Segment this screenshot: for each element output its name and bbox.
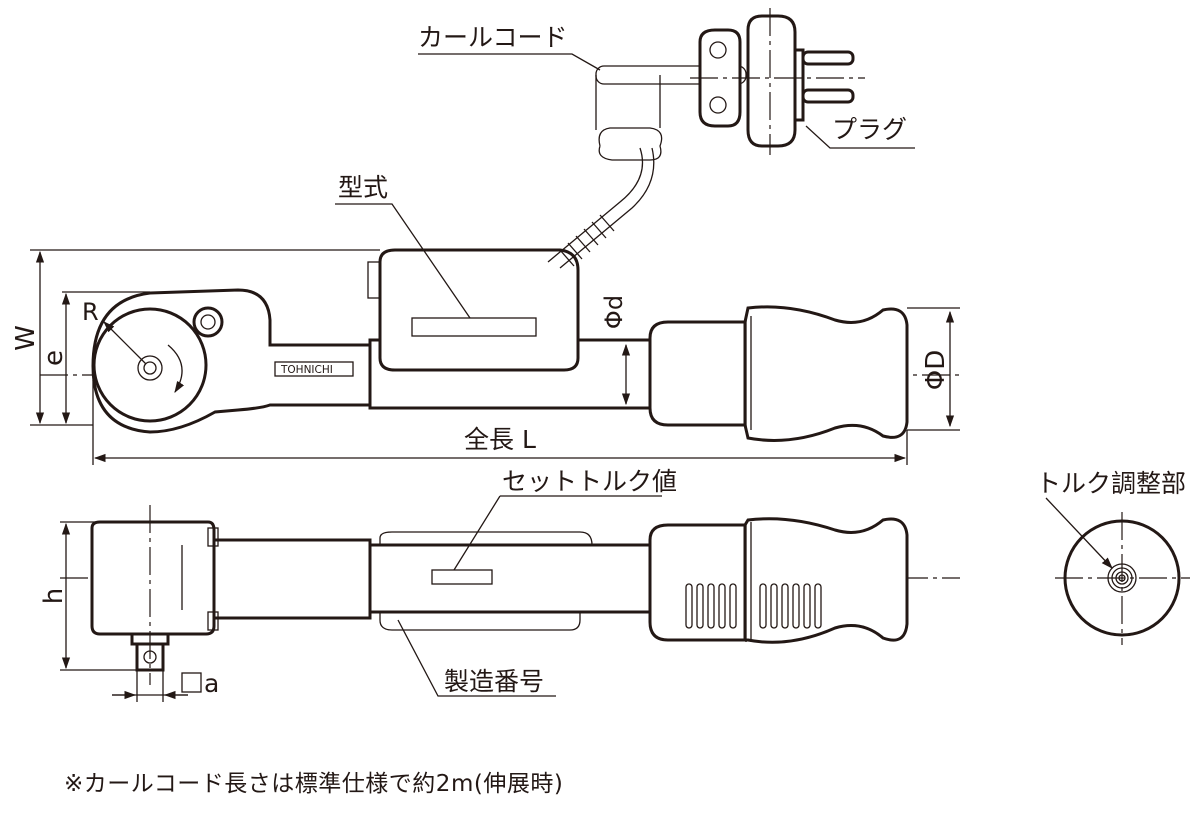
- cord-line: [595, 65, 747, 85]
- top-view: TOHNICHI: [40, 8, 960, 442]
- brand-mark: TOHNICHI: [280, 364, 333, 376]
- grip-front: [648, 320, 747, 427]
- strain-relief: [559, 214, 615, 267]
- dim-h-label: h: [39, 588, 69, 604]
- curl-cord-label: カールコード: [418, 23, 568, 52]
- model-label: 型式: [338, 173, 388, 202]
- cord-stem: [547, 147, 644, 263]
- rotation-arrow: [167, 344, 185, 393]
- grip-rear: [743, 305, 909, 442]
- plug-label: プラグ: [832, 115, 907, 144]
- footnote: ※カールコード長さは標準仕様で約2m(伸展時): [64, 771, 564, 797]
- lever-hole: [192, 306, 224, 338]
- set-torque-label: セットトルク値: [502, 467, 677, 496]
- plug-body: [746, 14, 797, 148]
- side-neck: [212, 538, 372, 620]
- serial-number-label: 製造番号: [444, 667, 544, 696]
- plug-prong-2: [801, 88, 855, 104]
- curl-loop: [598, 127, 663, 161]
- grip-ribs: [685, 583, 822, 629]
- side-view: [60, 505, 960, 685]
- drive-center: [137, 355, 163, 381]
- side-grip-rear: [743, 517, 909, 644]
- side-annotations: セットトルク値 製造番号 h a: [39, 467, 677, 702]
- side-head: [90, 520, 216, 636]
- model-plate: [411, 317, 537, 337]
- ratchet-disc: [92, 307, 208, 423]
- dim-R-label: R: [82, 298, 99, 326]
- side-shaft: [368, 543, 652, 614]
- torque-adjuster-label: トルク調整部: [1036, 469, 1186, 498]
- plug-prong-1: [801, 50, 855, 66]
- dim-a-label: a: [204, 669, 219, 698]
- dim-W-label: W: [11, 325, 41, 351]
- dim-R: [103, 321, 147, 365]
- dim-e-label: e: [39, 350, 69, 366]
- dim-phi-d-label: Φd: [600, 295, 628, 329]
- dim-L-label: 全長 L: [464, 425, 536, 454]
- end-view: トルク調整部: [1036, 469, 1190, 645]
- dim-phi-D-label: ΦD: [921, 350, 951, 391]
- square-symbol: [181, 672, 202, 693]
- set-torque-window: [431, 569, 493, 585]
- top-annotations: カールコード プラグ 型式 W e R Φd ΦD 全長 L: [11, 23, 960, 465]
- sensor-box: [378, 248, 580, 372]
